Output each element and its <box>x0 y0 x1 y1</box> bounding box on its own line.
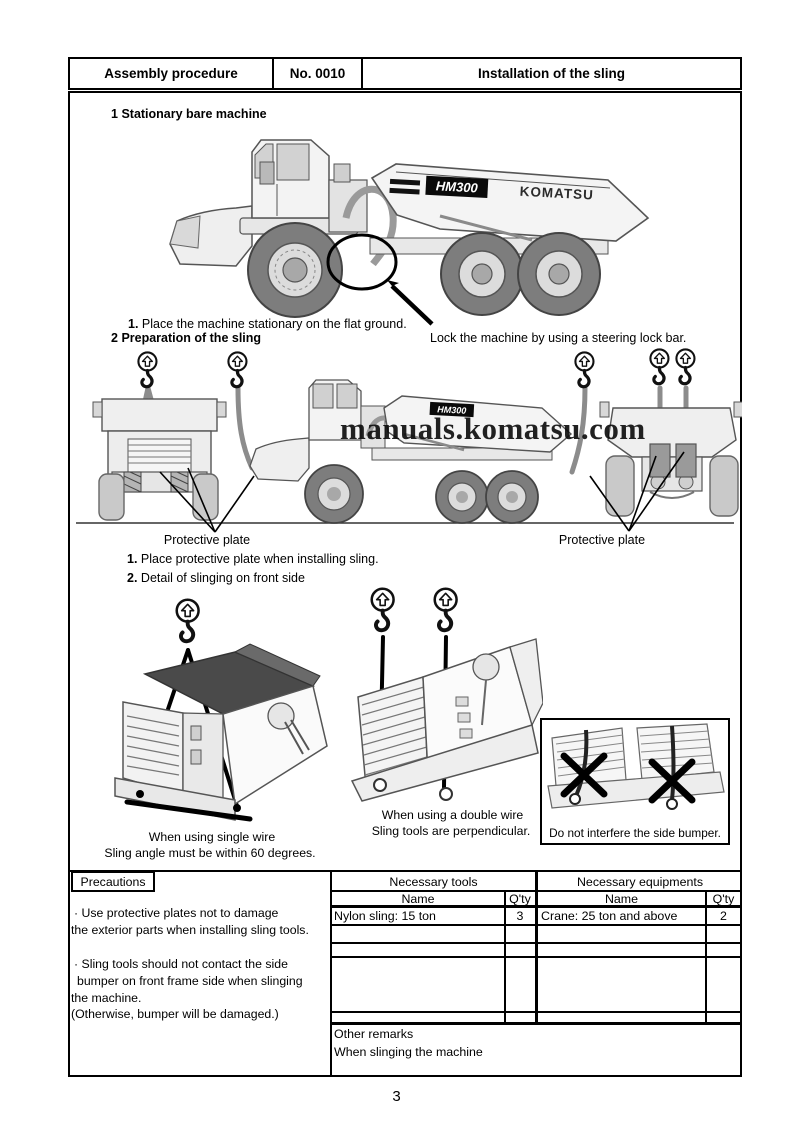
protective-plate-label-left: Protective plate <box>163 533 251 547</box>
single-wire-caption-2: Sling angle must be within 60 degrees. <box>104 846 316 860</box>
content-frame <box>68 91 742 1077</box>
crane-hook-icon <box>136 350 159 389</box>
bumper-warning-caption: Do not interfere the side bumper. <box>549 826 721 840</box>
equipments-qty-header: Q'ty <box>712 892 735 906</box>
equipments-row-name: Crane: 25 ton and above <box>541 909 678 923</box>
tools-row-name: Nylon sling: 15 ton <box>334 909 436 923</box>
other-remarks-title: Other remarks <box>334 1027 414 1041</box>
precaution-line: (Otherwise, bumper will be damaged.) <box>71 1007 279 1021</box>
header-bar: Assembly procedure No. 0010 Installation… <box>68 57 742 90</box>
header-doc-type: Assembly procedure <box>70 59 274 88</box>
single-wire-caption-1: When using single wire <box>148 830 276 844</box>
other-remarks-text: When slinging the machine <box>334 1045 483 1059</box>
bed-model-text-small: HM300 <box>437 404 466 416</box>
table-border <box>330 1011 742 1013</box>
section2-step2: 2. Detail of slinging on front side <box>127 571 305 585</box>
header-doc-number: No. 0010 <box>274 59 363 88</box>
tools-qty-header: Q'ty <box>509 892 531 906</box>
double-wire-caption-1: When using a double wire <box>381 808 524 822</box>
tools-table-title: Necessary tools <box>389 875 478 889</box>
table-border <box>535 870 538 1024</box>
crane-hook-icon <box>432 586 459 633</box>
precautions-label-box: Precautions <box>71 871 155 892</box>
rear-wheel-2 <box>517 232 601 316</box>
section2-number: 2 <box>111 331 118 345</box>
equipments-row-qty: 2 <box>720 909 727 923</box>
step-number: 1. <box>127 552 138 566</box>
precaution-line: · Use protective plates not to damage <box>74 906 279 920</box>
step-text: Place protective plate when installing s… <box>140 552 379 566</box>
callout-arrow <box>390 284 434 326</box>
bed-brand-text: KOMATSU <box>519 184 594 203</box>
crane-hook-icon <box>226 350 249 389</box>
front-view-truck <box>92 385 227 521</box>
section1-number: 1 <box>111 107 118 121</box>
section1-heading: 1 Stationary bare machine <box>111 107 267 121</box>
equipments-table-title: Necessary equipments <box>576 875 704 889</box>
precaution-line: · Sling tools should not contact the sid… <box>74 957 288 971</box>
section2-step1: 1. Place protective plate when installin… <box>127 552 379 566</box>
step-number: 2. <box>127 571 138 585</box>
truck-side-view-illustration: HM300 KOMATSU <box>169 139 650 326</box>
table-border <box>330 1022 742 1025</box>
double-wire-caption-2: Sling tools are perpendicular. <box>371 824 531 838</box>
precaution-line: the machine. <box>71 991 142 1005</box>
precautions-title: Precautions <box>80 874 146 889</box>
steering-lock-note: Lock the machine by using a steering loc… <box>430 331 687 345</box>
table-border <box>330 956 742 958</box>
header-title: Installation of the sling <box>477 66 625 81</box>
crane-hook-icon <box>174 597 201 644</box>
section1-title: Stationary bare machine <box>121 107 267 121</box>
bumper-warning-box: Do not interfere the side bumper. <box>540 718 730 845</box>
precaution-line: the exterior parts when installing sling… <box>71 923 309 937</box>
step-text: Detail of slinging on front side <box>140 571 305 585</box>
section1-step1: 1. Place the machine stationary on the f… <box>128 317 407 331</box>
front-wheel <box>247 222 343 318</box>
sling-preparation-illustration: HM300 <box>76 347 742 533</box>
crane-hook-icon <box>674 347 697 386</box>
table-border <box>330 890 742 892</box>
side-view-truck: HM300 <box>235 379 588 524</box>
crane-hook-icon <box>369 586 396 633</box>
watermark: manuals.komatsu.com <box>340 411 646 446</box>
rear-wheel-1 <box>440 232 524 316</box>
crane-hook-icon <box>648 347 671 386</box>
step-number: 1. <box>128 317 139 331</box>
precaution-line: bumper on front frame side when slinging <box>77 974 303 988</box>
bed-branding: HM300 KOMATSU <box>389 175 594 203</box>
crane-hook-icon <box>573 350 596 389</box>
tools-name-header: Name <box>401 892 435 906</box>
bumper-warning-illustration <box>547 723 725 810</box>
tools-row-qty: 3 <box>516 909 524 923</box>
equipments-name-header: Name <box>604 892 639 906</box>
protective-plate-pointer-lines <box>159 451 685 533</box>
section-divider <box>68 870 742 872</box>
prohibited-x-icon <box>560 752 696 804</box>
bed-model-text: HM300 <box>436 178 479 195</box>
single-wire-illustration <box>114 597 328 822</box>
step-text: Place the machine stationary on the flat… <box>141 317 407 331</box>
double-wire-illustration <box>350 586 543 802</box>
table-border <box>330 924 742 926</box>
section2-heading: 2 Preparation of the sling <box>111 331 261 345</box>
page-number: 3 <box>392 1088 401 1105</box>
protective-plate-label-right: Protective plate <box>558 533 646 547</box>
table-border <box>330 905 742 908</box>
table-border <box>330 942 742 944</box>
steering-lock-callout-circle <box>326 233 398 291</box>
section2-title: Preparation of the sling <box>121 331 262 345</box>
rear-view-truck <box>599 385 742 517</box>
table-border <box>330 870 332 1077</box>
